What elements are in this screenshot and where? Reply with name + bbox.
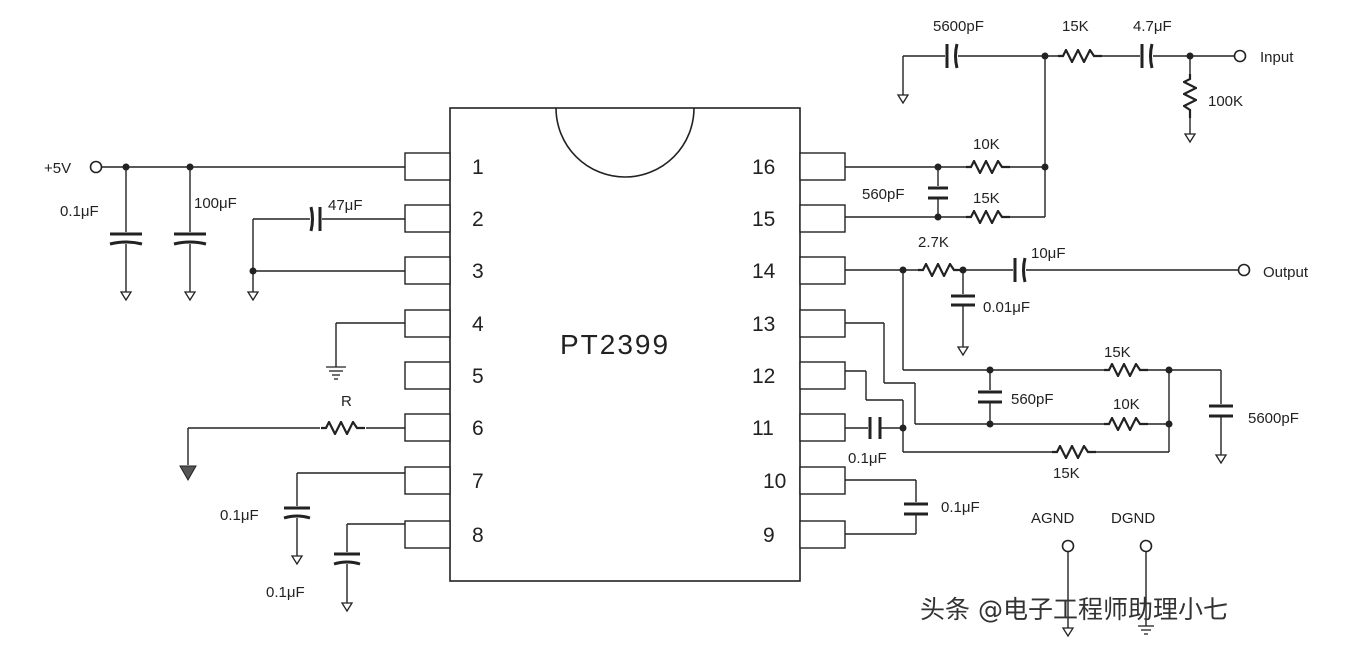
r-12-label: 10K: [1113, 396, 1140, 413]
r-in-gnd-label: 100K: [1208, 93, 1243, 110]
pin-13-label: 13: [752, 313, 775, 336]
pin-3-label: 3: [472, 260, 484, 283]
pin6-net: R: [179, 393, 405, 482]
pin-15-label: 15: [752, 208, 775, 231]
pin10-pin9-net: 0.1μF: [845, 479, 980, 535]
pin13-pin12-net: 560pF 10K: [845, 322, 1173, 452]
chip-pt2399: PT2399: [449, 107, 801, 582]
left-pins: 1 2 3 4 5 6 7 8: [404, 152, 484, 549]
pin-14-label: 14: [752, 260, 776, 283]
c-vcc1-label: 0.1μF: [60, 203, 99, 220]
pin2-pin3-net: 47μF: [246, 197, 405, 302]
vcc-label: +5V: [44, 160, 71, 177]
pin-12-label: 12: [752, 365, 775, 388]
pin-6-label: 6: [472, 417, 484, 440]
pin14-net: 2.7K 10μF Output 0.01μF 15K: [845, 234, 1309, 377]
pin-10-label: 10: [763, 470, 786, 493]
pin8-net: 0.1μF: [266, 523, 405, 613]
input-net: Input 5600pF 15K 4.7μF 100K: [896, 18, 1294, 217]
pin16-pin15-net: 10K 560pF 15K: [845, 136, 1049, 224]
output-label: Output: [1263, 264, 1309, 281]
gnd-terminals: AGND DGND: [1031, 510, 1155, 638]
pin-5-label: 5: [472, 365, 484, 388]
c-in-label: 4.7μF: [1133, 18, 1172, 35]
c-16-15-label: 560pF: [862, 186, 905, 203]
r-11-label: 15K: [1053, 465, 1080, 482]
c-vcc2-label: 100μF: [194, 195, 237, 212]
c-pin2-label: 47μF: [328, 197, 363, 214]
input-label: Input: [1260, 49, 1294, 66]
pin-4-label: 4: [472, 313, 484, 336]
pin4-net: [326, 322, 405, 380]
c-pin7-label: 0.1μF: [220, 507, 259, 524]
c-pin8-label: 0.1μF: [266, 584, 305, 601]
r-14-label: 2.7K: [918, 234, 949, 251]
r-in-top-label: 15K: [1062, 18, 1089, 35]
r-15-label: 15K: [973, 190, 1000, 207]
c-out-label: 10μF: [1031, 245, 1066, 262]
pin7-net: 0.1μF: [220, 472, 405, 566]
pin-16-label: 16: [752, 156, 775, 179]
c-10-9-label: 0.1μF: [941, 499, 980, 516]
dgnd-label: DGND: [1111, 510, 1155, 527]
pin-11-label: 11: [752, 417, 774, 440]
r-13a-label: 15K: [1104, 344, 1131, 361]
r-pin6-label: R: [341, 393, 352, 410]
c-14-gnd-label: 0.01μF: [983, 299, 1030, 316]
watermark: 头条 @电子工程师助理小七: [920, 595, 1228, 624]
pin-8-label: 8: [472, 524, 484, 547]
c-in-top-label: 5600pF: [933, 18, 984, 35]
c-right-net: 5600pF: [1209, 370, 1299, 465]
c-right-label: 5600pF: [1248, 410, 1299, 427]
agnd-label: AGND: [1031, 510, 1075, 527]
chip-name: PT2399: [560, 329, 670, 360]
r-16-label: 10K: [973, 136, 1000, 153]
right-pins: 16 15 14 13 12 11 10 9: [752, 152, 846, 549]
c-13-label: 560pF: [1011, 391, 1054, 408]
pin-1-label: 1: [472, 156, 484, 179]
pin11-net: 0.1μF 15K: [845, 417, 1169, 482]
pin-9-label: 9: [763, 524, 775, 547]
c-11-label: 0.1μF: [848, 450, 887, 467]
pin-2-label: 2: [472, 208, 484, 231]
vcc-net: +5V 0.1μF 100μF: [44, 160, 405, 302]
pin-7-label: 7: [472, 470, 484, 493]
